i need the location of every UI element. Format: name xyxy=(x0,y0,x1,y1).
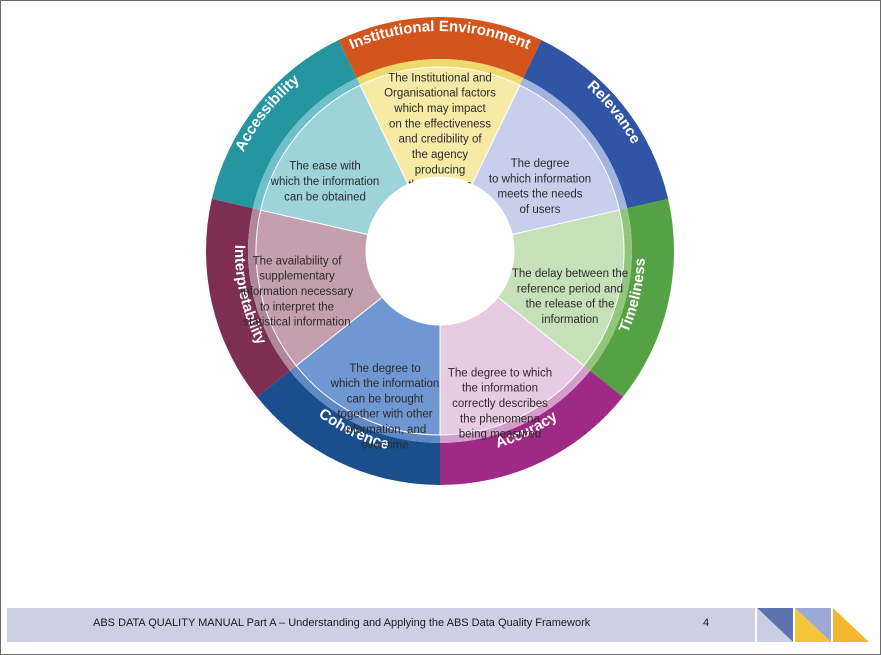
description-line: The availability of xyxy=(253,255,343,267)
segment-timeliness-description: The delay between the reference period an… xyxy=(512,268,628,326)
description-line: producing xyxy=(415,164,466,176)
description-line: can be obtained xyxy=(284,191,366,203)
segment-relevance-band xyxy=(519,78,628,211)
segment-coherence-description: The degree to which the information can be… xyxy=(330,363,440,452)
deco-triangle-yellow xyxy=(833,608,869,642)
description-line: which may impact xyxy=(393,103,486,115)
segment-accessibility-description: The ease with which the information can be… xyxy=(270,161,380,204)
segment-accuracy-band xyxy=(440,365,591,443)
description-line: to interpret the xyxy=(260,301,334,313)
description-line: the agency xyxy=(412,149,469,161)
description-line: which the information xyxy=(330,378,440,390)
description-line: which the information xyxy=(270,176,380,188)
description-line: together with other xyxy=(337,409,432,421)
description-line: can be brought xyxy=(347,393,425,405)
page-number: 4 xyxy=(703,617,710,629)
description-line: information necessary xyxy=(241,286,354,298)
segment-accuracy-description: The degree to which the information correc… xyxy=(448,367,552,440)
description-line: Organisational factors xyxy=(384,88,496,100)
description-line: The degree to which xyxy=(448,367,552,379)
segment-relevance-description: The degree to which information meets the … xyxy=(489,158,591,216)
segment-coherence-outer xyxy=(257,370,440,485)
footer-decoration xyxy=(757,608,869,642)
description-line: reference period and xyxy=(517,283,623,295)
segment-timeliness-band xyxy=(583,208,632,371)
wheel-rings xyxy=(206,17,674,485)
deco-triangle-lavender xyxy=(757,608,793,642)
description-line: information, and xyxy=(344,424,426,436)
wheel-center xyxy=(366,177,514,325)
description-line: of users xyxy=(520,204,561,216)
description-line: The delay between the xyxy=(512,268,628,280)
description-line: meets the needs xyxy=(497,189,582,201)
segment-coherence-band xyxy=(289,365,440,443)
segment-interpretability-description: The availability of supplementary informat… xyxy=(241,255,354,328)
description-line: supplementary xyxy=(259,271,335,283)
description-line: on the effectiveness xyxy=(389,118,491,130)
footer-bar xyxy=(7,608,755,642)
description-line: The Institutional and xyxy=(388,72,492,84)
segment-relevance-outer xyxy=(523,40,669,209)
description-line: the phenomena xyxy=(460,413,541,425)
description-line: The degree to xyxy=(349,363,421,375)
deco-triangle-gold xyxy=(795,608,831,642)
description-line: the release of the xyxy=(526,299,615,311)
segment-institutional-outer xyxy=(338,17,542,79)
description-line: and credibility of xyxy=(398,134,482,146)
footer-title: ABS DATA QUALITY MANUAL Part A – Underst… xyxy=(93,617,591,629)
description-line: over time xyxy=(361,439,408,451)
segment-interpretability-outer xyxy=(206,198,290,397)
description-line: correctly describes xyxy=(452,398,548,410)
segment-accessibility-band xyxy=(252,78,361,211)
description-line: to which information xyxy=(489,173,591,185)
segment-timeliness-outer xyxy=(590,198,674,397)
segment-institutional-band xyxy=(356,59,524,86)
description-line: information xyxy=(542,314,599,326)
segment-accessibility-outer xyxy=(211,40,357,209)
segment-interpretability-band xyxy=(247,208,297,371)
description-line: The ease with xyxy=(289,161,361,173)
description-line: The degree xyxy=(511,158,570,170)
description-line: the information xyxy=(462,383,538,395)
data-quality-wheel: Institutional EnvironmentRelevanceTimeli… xyxy=(206,17,674,485)
description-line: being measured xyxy=(459,429,541,441)
segment-accuracy-outer xyxy=(440,370,623,485)
description-line: statistical information xyxy=(243,317,350,329)
